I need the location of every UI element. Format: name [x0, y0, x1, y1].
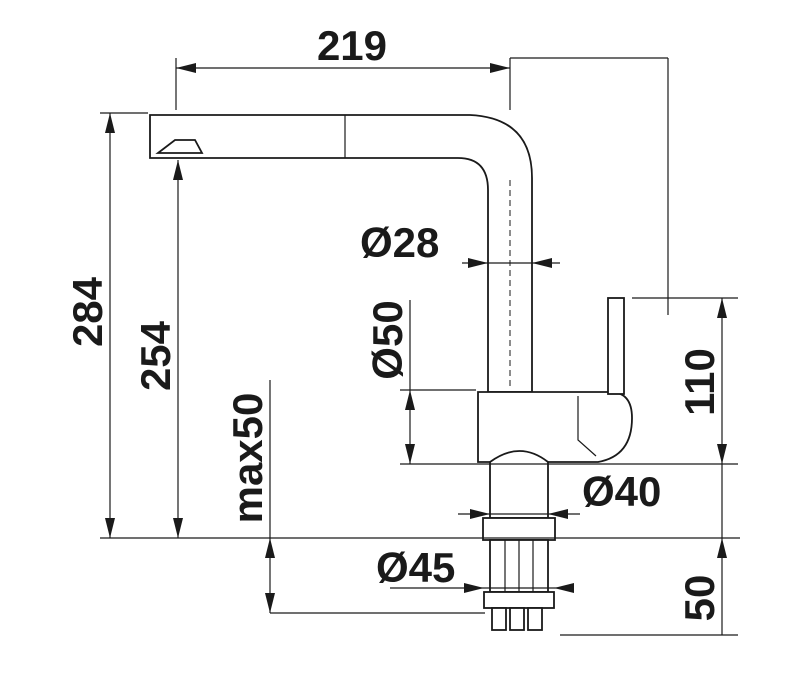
base-neck: [489, 450, 549, 519]
arrowhead: [554, 583, 574, 593]
mounting-nut: [482, 517, 556, 541]
arrowhead: [548, 509, 568, 519]
label-50: 50: [676, 575, 723, 622]
arrowhead: [468, 258, 488, 268]
aerator-nozzle: [155, 139, 204, 154]
label-dia45: Ø45: [376, 544, 455, 591]
dimension-labels: 219 284 254 max50 Ø28 Ø50 Ø40 Ø45 110 50: [64, 22, 723, 621]
lever-joint: [577, 396, 597, 457]
arrowhead: [105, 113, 115, 133]
arrowhead: [265, 593, 275, 613]
arrowhead: [464, 583, 484, 593]
arrowhead: [490, 63, 510, 73]
arrowhead: [176, 63, 196, 73]
label-max50: max50: [224, 393, 271, 524]
spout-arm: [149, 114, 533, 393]
mixer-body: [477, 391, 633, 463]
arrowhead: [105, 518, 115, 538]
label-284: 284: [64, 276, 111, 347]
arrowhead: [173, 518, 183, 538]
arrowhead: [717, 298, 727, 318]
faucet-body: [149, 114, 633, 631]
lever: [607, 297, 625, 395]
label-110: 110: [676, 348, 723, 416]
extension-lines: [100, 57, 740, 636]
label-dia40: Ø40: [582, 468, 661, 515]
label-254: 254: [132, 320, 179, 391]
hose-end: [509, 607, 525, 631]
arrowhead: [532, 258, 552, 268]
arrowhead: [470, 509, 490, 519]
hose-end: [491, 607, 507, 631]
arrowhead: [173, 160, 183, 180]
arrowhead: [405, 444, 415, 464]
bottom-flange: [483, 591, 555, 609]
dimension-lines: [105, 63, 727, 635]
label-dia28: Ø28: [360, 219, 439, 266]
arrowhead: [717, 538, 727, 558]
label-219: 219: [317, 22, 387, 69]
arrowhead: [717, 444, 727, 464]
label-dia50: Ø50: [364, 300, 411, 379]
hose-end: [527, 607, 543, 631]
arrowhead: [265, 538, 275, 558]
arrowhead: [405, 390, 415, 410]
